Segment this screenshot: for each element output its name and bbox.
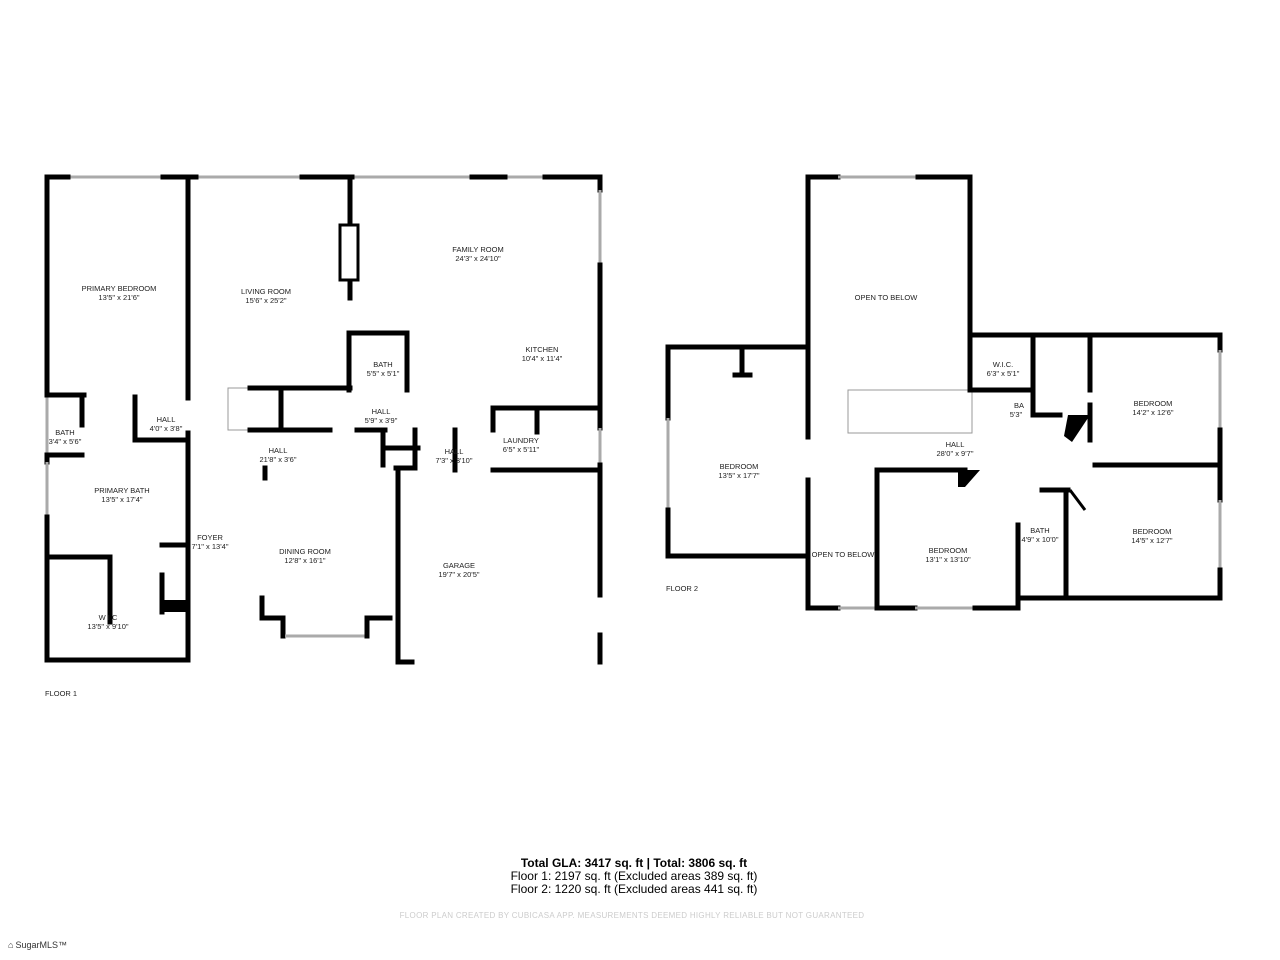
room-name: BEDROOM bbox=[1133, 527, 1172, 536]
room-size: 4'0" x 3'8" bbox=[150, 424, 183, 433]
logo-text: SugarMLS™ bbox=[15, 940, 67, 950]
room-name: HALL bbox=[157, 415, 176, 424]
floor1-walls bbox=[44, 174, 603, 665]
room-name: HALL bbox=[269, 446, 288, 455]
room-size: 4'9" x 10'0" bbox=[1022, 535, 1059, 544]
room-size: 5'3" bbox=[1010, 410, 1023, 419]
floor2-label: FLOOR 2 bbox=[666, 584, 698, 593]
area-summary: Total GLA: 3417 sq. ft | Total: 3806 sq.… bbox=[0, 857, 1268, 896]
room-size: 13'1" x 13'10" bbox=[925, 555, 971, 564]
mls-logo: ⌂ SugarMLS™ bbox=[8, 940, 67, 950]
room-name: HALL bbox=[946, 440, 965, 449]
room-name: BATH bbox=[55, 428, 74, 437]
room-name: HALL bbox=[372, 407, 391, 416]
room-size: 21'8" x 3'6" bbox=[260, 455, 297, 464]
room-size: 14'5" x 12'7" bbox=[1131, 536, 1172, 545]
room-name: BATH bbox=[1030, 526, 1049, 535]
room-name: LIVING ROOM bbox=[241, 287, 291, 296]
room-size: 13'5" x 17'7" bbox=[718, 471, 759, 480]
room-size: 6'3" x 5'1" bbox=[987, 369, 1020, 378]
room-name: W I C bbox=[99, 613, 118, 622]
credit-note: FLOOR PLAN CREATED BY CUBICASA APP. MEAS… bbox=[399, 911, 865, 920]
room-size: 14'2" x 12'6" bbox=[1132, 408, 1173, 417]
total-area: Total GLA: 3417 sq. ft | Total: 3806 sq.… bbox=[520, 856, 748, 870]
floor2-labels: OPEN TO BELOW W.I.C. 6'3" x 5'1" BA 5'3"… bbox=[666, 293, 1174, 593]
room-name: GARAGE bbox=[443, 561, 475, 570]
room-name: BEDROOM bbox=[929, 546, 968, 555]
floor1-label: FLOOR 1 bbox=[45, 689, 77, 698]
room-name: LAUNDRY bbox=[503, 436, 539, 445]
room-name: BATH bbox=[373, 360, 392, 369]
room-size: 13'5" x 9'10" bbox=[87, 622, 128, 631]
room-size: 5'5" x 5'1" bbox=[367, 369, 400, 378]
room-name: OPEN TO BELOW bbox=[855, 293, 919, 302]
room-size: 24'3" x 24'10" bbox=[455, 254, 501, 263]
room-size: 19'7" x 20'5" bbox=[438, 570, 479, 579]
floor2-walls bbox=[665, 174, 1223, 611]
room-size: 15'6" x 25'2" bbox=[245, 296, 286, 305]
room-size: 7'1" x 13'4" bbox=[192, 542, 229, 551]
room-size: 13'5" x 17'4" bbox=[101, 495, 142, 504]
room-size: 12'8" x 16'1" bbox=[284, 556, 325, 565]
house-icon: ⌂ bbox=[8, 940, 14, 950]
room-name: PRIMARY BEDROOM bbox=[82, 284, 157, 293]
room-name: HALL bbox=[445, 447, 464, 456]
floor1-area: Floor 1: 2197 sq. ft (Excluded areas 389… bbox=[510, 869, 758, 883]
room-size: 3'4" x 5'6" bbox=[49, 437, 82, 446]
room-name: DINING ROOM bbox=[279, 547, 331, 556]
room-size: 28'0" x 9'7" bbox=[937, 449, 974, 458]
room-name: BA bbox=[1014, 401, 1024, 410]
room-name: BEDROOM bbox=[720, 462, 759, 471]
room-name: FOYER bbox=[197, 533, 223, 542]
room-size: 7'3" x 3'10" bbox=[436, 456, 473, 465]
room-size: 5'9" x 3'9" bbox=[365, 416, 398, 425]
room-name: FAMILY ROOM bbox=[452, 245, 503, 254]
room-name: PRIMARY BATH bbox=[94, 486, 149, 495]
room-name: W.I.C. bbox=[993, 360, 1013, 369]
room-size: 10'4" x 11'4" bbox=[522, 354, 563, 363]
room-name: OPEN TO BELOW bbox=[812, 550, 876, 559]
floor2-area: Floor 2: 1220 sq. ft (Excluded areas 441… bbox=[510, 882, 758, 896]
floor1-labels: PRIMARY BEDROOM 13'5" x 21'6" LIVING ROO… bbox=[45, 245, 563, 698]
room-size: 13'5" x 21'6" bbox=[98, 293, 139, 302]
room-name: KITCHEN bbox=[526, 345, 559, 354]
room-size: 6'5" x 5'11" bbox=[503, 445, 540, 454]
room-name: BEDROOM bbox=[1134, 399, 1173, 408]
